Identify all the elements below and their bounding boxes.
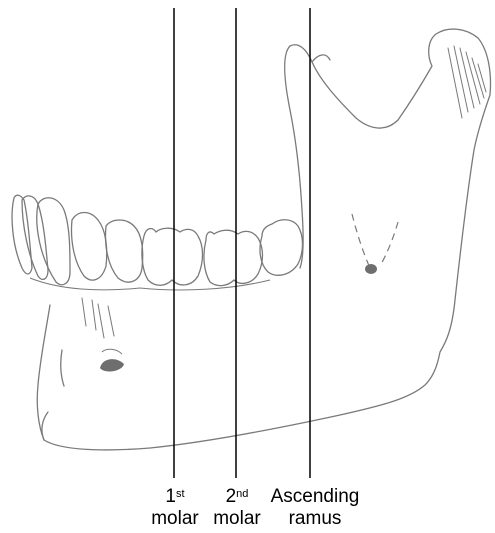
coronoid-contour (312, 55, 330, 62)
chin-contour (42, 412, 48, 440)
tooth-second-molar (204, 230, 263, 285)
mental-foramen (100, 359, 124, 371)
mandibular-foramen (365, 264, 377, 274)
lower-teeth (12, 195, 302, 290)
mental-foramen-rim (102, 349, 122, 354)
tooth-canine (37, 198, 70, 285)
reference-lines (174, 8, 310, 478)
tooth-premolar-2 (106, 220, 143, 282)
label-ascending-ramus: Ascending ramus (264, 486, 366, 530)
mandibular-canal (352, 214, 398, 268)
root-lines (82, 298, 114, 338)
condyle-hatching (448, 46, 486, 118)
tooth-first-molar (142, 228, 203, 285)
mental-ridge (61, 350, 64, 386)
label-second-molar: 2nd molar (206, 486, 268, 530)
tooth-premolar-1 (72, 213, 107, 281)
tooth-third-molar (260, 220, 303, 276)
internal-structures (100, 214, 398, 371)
label-first-molar: 1st molar (144, 486, 206, 530)
